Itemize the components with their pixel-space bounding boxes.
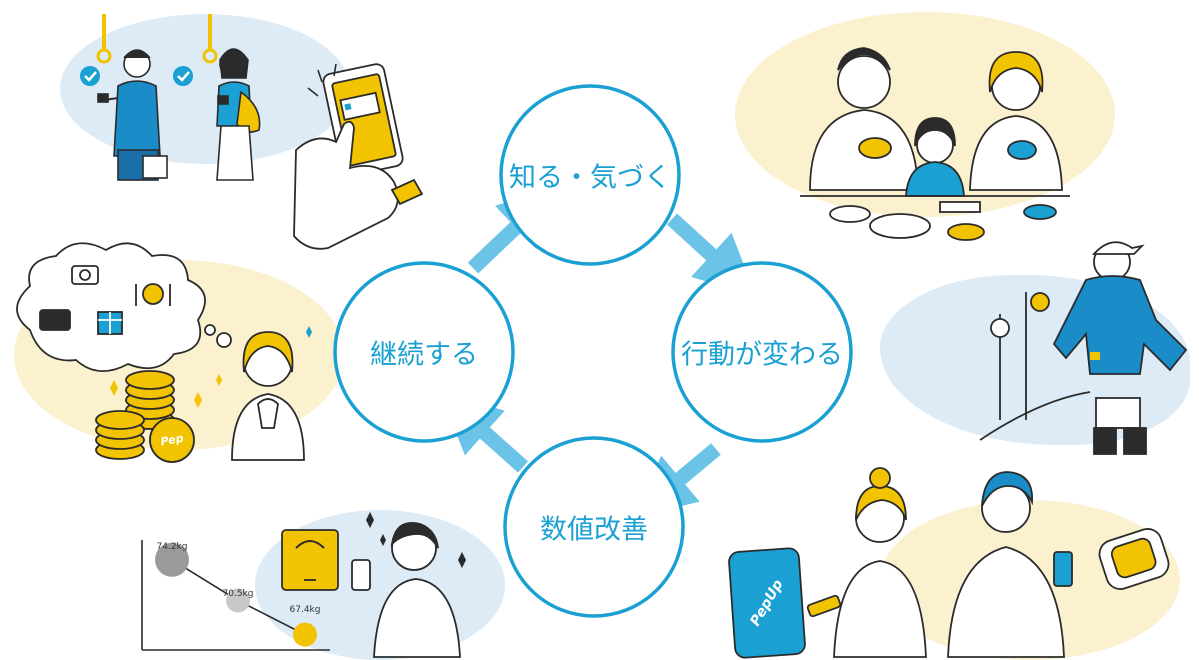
cycle-circle-continue	[333, 261, 515, 443]
scale-icon	[281, 529, 339, 591]
cycle-circle-know	[499, 84, 681, 266]
arrow-know-to-act	[666, 213, 756, 296]
family-meal-illustration	[800, 47, 1070, 241]
camera-icon	[71, 265, 99, 285]
pepup-phone	[728, 547, 806, 659]
notification-phone-illustration	[293, 63, 424, 250]
weight-point	[293, 622, 317, 647]
check-icon	[80, 66, 100, 86]
runner-illustration	[979, 241, 1188, 455]
plate-icon	[142, 283, 164, 305]
weight-point	[155, 542, 189, 577]
commuters-illustration	[80, 14, 261, 181]
coin-stack	[95, 370, 195, 463]
cycle-label-know: 知る・気づく	[509, 162, 671, 194]
commuter-background-blob	[60, 14, 350, 164]
scale-man-illustration	[281, 512, 466, 658]
cycle-circle-improve	[503, 436, 685, 618]
weight-label: 70.5kg	[222, 589, 254, 599]
cycle-circle-act	[671, 261, 853, 443]
cycle-label-continue: 継続する	[370, 339, 478, 371]
weight-label: 74.2kg	[156, 542, 188, 552]
cycle-label-act: 行動が変わる	[681, 339, 843, 371]
weight-chart	[141, 540, 330, 651]
pot-icon	[39, 309, 71, 331]
cycle-label-improve: 数値改善	[540, 514, 648, 546]
check-icon	[173, 66, 193, 86]
weight-point	[226, 588, 250, 613]
app-users-illustration	[728, 467, 1170, 659]
weight-label: 67.4kg	[289, 605, 321, 615]
savings-thought-illustration	[16, 242, 312, 463]
